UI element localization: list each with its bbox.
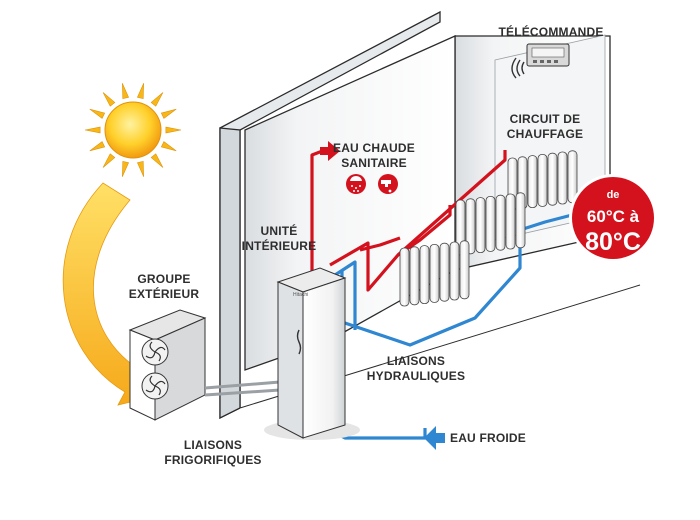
label-circuit-2: CHAUFFAGE bbox=[507, 127, 583, 141]
refrigerant-lines bbox=[204, 380, 281, 397]
label-telecommande: TÉLÉCOMMANDE bbox=[498, 24, 603, 39]
faucet-icon bbox=[378, 174, 398, 194]
front-wall-face bbox=[219, 127, 241, 420]
indoor-unit: Hitachi bbox=[264, 267, 360, 440]
label-liaisons-hydro-2: HYDRAULIQUES bbox=[367, 369, 465, 383]
label-groupe-2: EXTÉRIEUR bbox=[129, 286, 200, 301]
label-eau-froide: EAU FROIDE bbox=[450, 431, 526, 445]
outdoor-unit bbox=[128, 309, 207, 421]
side-wall bbox=[244, 34, 456, 371]
badge-prefix: de bbox=[607, 189, 620, 201]
remote-control-icon bbox=[526, 43, 570, 67]
temperature-badge: de 60°C à 80°C bbox=[569, 174, 657, 262]
labels: TÉLÉCOMMANDE CIRCUIT DE CHAUFFAGE EAU CH… bbox=[129, 24, 604, 467]
label-eau-chaude-2: SANITAIRE bbox=[341, 156, 407, 170]
label-eau-chaude-1: EAU CHAUDE bbox=[333, 141, 415, 155]
unit-brand: Hitachi bbox=[293, 292, 308, 298]
label-groupe-1: GROUPE bbox=[137, 272, 190, 286]
radiator bbox=[455, 192, 526, 256]
arrow-right-icon bbox=[320, 141, 340, 161]
label-circuit-1: CIRCUIT DE bbox=[510, 112, 581, 126]
badge-from: 60°C à bbox=[587, 207, 640, 226]
signal-waves-icon bbox=[511, 57, 525, 79]
label-unite-2: INTÉRIEURE bbox=[242, 238, 317, 253]
badge-to: 80°C bbox=[585, 228, 641, 256]
label-liaisons-hydro-1: LIAISONS bbox=[387, 354, 445, 368]
sun-icon bbox=[84, 83, 182, 177]
label-liaisons-frigo-2: FRIGORIFIQUES bbox=[164, 453, 261, 467]
shower-icon bbox=[346, 174, 366, 194]
radiator bbox=[399, 240, 470, 307]
radiators bbox=[399, 150, 578, 307]
label-unite-1: UNITÉ bbox=[261, 223, 298, 238]
arrow-left-icon bbox=[424, 426, 445, 450]
label-liaisons-frigo-1: LIAISONS bbox=[184, 438, 242, 452]
